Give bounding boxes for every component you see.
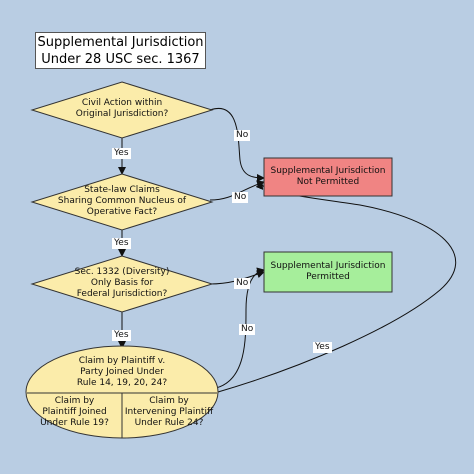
- ellipse-top-line-3: Rule 14, 19, 20, 24?: [76, 378, 168, 388]
- edge-label-ellipse-no: No: [239, 324, 256, 335]
- decision-diversity-only: [30, 255, 214, 313]
- edge-label-q1-yes: Yes: [112, 148, 131, 159]
- edge-label-q1-no: No: [234, 130, 251, 141]
- not-permitted-line-2: Not Permitted: [296, 177, 360, 187]
- ellipse-left-line-2: Plaintiff Joined: [42, 407, 107, 417]
- edge-label-q3-no: No: [234, 278, 251, 289]
- outcome-not-permitted: [263, 157, 393, 197]
- not-permitted-line-1: Supplemental Jurisdiction: [270, 166, 386, 176]
- edge-q1-no: [209, 107, 265, 182]
- q2-text: State-law Claims Sharing Common Nucleus …: [52, 185, 192, 218]
- ellipse-right-line-2: Intervening Plaintiff: [124, 407, 214, 417]
- q3-line-1: Sec. 1332 (Diversity): [74, 267, 170, 277]
- ellipse-right-line-1: Claim by: [149, 396, 189, 406]
- q2-line-2: Sharing Common Nucleus of: [57, 196, 187, 206]
- permitted-line-2: Permitted: [306, 272, 350, 282]
- q3-text: Sec. 1332 (Diversity) Only Basis for Fed…: [52, 267, 192, 300]
- ellipse-right-line-3: Under Rule 24?: [134, 418, 204, 428]
- edge-label-q2-yes: Yes: [112, 238, 131, 249]
- q2-line-3: Operative Fact?: [86, 207, 158, 217]
- ellipse-left-text: Claim by Plaintiff Joined Under Rule 19?: [28, 396, 121, 429]
- title-line-1: Supplemental Jurisdiction: [37, 35, 204, 50]
- outcome-permitted: [263, 251, 393, 293]
- not-permitted-text: Supplemental Jurisdiction Not Permitted: [264, 166, 392, 188]
- diagram-title: Supplemental Jurisdiction Under 28 USC s…: [35, 32, 206, 69]
- title-line-2: Under 28 USC sec. 1367: [41, 52, 200, 67]
- q3-line-3: Federal Jurisdiction?: [76, 289, 168, 299]
- q1-line-1: Civil Action within: [81, 98, 163, 108]
- q2-line-1: State-law Claims: [84, 185, 160, 195]
- edge-ellipse-no: [215, 267, 265, 389]
- edge-label-q3-yes: Yes: [112, 330, 131, 341]
- ellipse-right-text: Claim by Intervening Plaintiff Under Rul…: [118, 396, 220, 429]
- ellipse-top-line-1: Claim by Plaintiff v.: [78, 356, 166, 366]
- q1-text: Civil Action within Original Jurisdictio…: [52, 98, 192, 120]
- decision-common-nucleus: [30, 173, 214, 231]
- ellipse-top-text: Claim by Plaintiff v. Party Joined Under…: [52, 356, 192, 389]
- decision-original-jurisdiction: [30, 81, 214, 139]
- q3-line-2: Only Basis for: [90, 278, 154, 288]
- permitted-line-1: Supplemental Jurisdiction: [270, 261, 386, 271]
- q1-line-2: Original Jurisdiction?: [75, 109, 169, 119]
- ellipse-left-line-3: Under Rule 19?: [40, 418, 109, 428]
- permitted-text: Supplemental Jurisdiction Permitted: [264, 261, 392, 283]
- ellipse-top-line-2: Party Joined Under: [80, 367, 164, 377]
- edge-label-ellipse-yes: Yes: [313, 342, 332, 353]
- edge-label-q2-no: No: [232, 192, 249, 203]
- ellipse-left-line-1: Claim by: [54, 396, 95, 406]
